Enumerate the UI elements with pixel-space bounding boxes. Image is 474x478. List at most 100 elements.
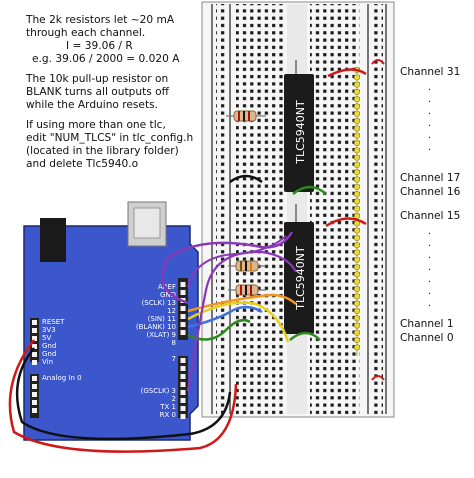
header-pin bbox=[180, 290, 186, 295]
label-channel-0: Channel 0 bbox=[400, 332, 454, 344]
led-dot bbox=[353, 264, 361, 271]
label-channel-17: Channel 17 bbox=[400, 172, 461, 184]
led-dot bbox=[353, 132, 361, 139]
note-line: while the Arduino resets. bbox=[26, 99, 158, 111]
note-line: and delete Tlc5940.o bbox=[26, 158, 139, 170]
pin-label-12: 12 bbox=[167, 307, 176, 315]
usb-jack bbox=[40, 218, 66, 262]
label-channel-15: Channel 15 bbox=[400, 210, 461, 222]
dot: . bbox=[428, 142, 432, 153]
wire-red-top-rail bbox=[371, 59, 385, 65]
header-pin bbox=[180, 306, 186, 311]
note-line: The 2k resistors let ~20 mA bbox=[26, 14, 175, 26]
header-pin bbox=[32, 344, 37, 349]
led-dot bbox=[353, 139, 361, 147]
arduino-right-pins: AREF GND (SCLK) 13 12 (SIN) 11 (BLANK) 1… bbox=[136, 283, 176, 419]
header-pin bbox=[180, 322, 186, 327]
header-pin bbox=[180, 314, 186, 319]
note-current: The 2k resistors let ~20 mA through each… bbox=[26, 14, 216, 66]
header-pin bbox=[32, 328, 37, 333]
note-line: through each channel. bbox=[26, 27, 146, 39]
wire-red-top bbox=[327, 68, 367, 78]
pin-label-gnd: GND bbox=[160, 291, 176, 299]
resistor-2k bbox=[226, 110, 266, 122]
pin-label-tx: TX 1 bbox=[159, 403, 176, 411]
wire-green-top bbox=[292, 185, 327, 195]
header-pin bbox=[32, 376, 37, 381]
dot: . bbox=[428, 118, 432, 129]
pin-label-vin: Vin bbox=[42, 358, 53, 366]
dot: . bbox=[428, 238, 432, 249]
led-dot bbox=[353, 242, 361, 249]
pin-label-gsclk: (GSCLK) 3 bbox=[141, 387, 176, 395]
led-dot bbox=[353, 271, 361, 278]
pin-label-7: 7 bbox=[172, 355, 176, 363]
pin-label-5v: 5V bbox=[42, 334, 51, 342]
led-dot bbox=[353, 322, 361, 329]
led-dot bbox=[353, 169, 361, 176]
header-pin bbox=[180, 390, 186, 395]
pin-label-aref: AREF bbox=[158, 283, 176, 291]
dot: . bbox=[428, 262, 432, 273]
channel-ellipsis-bottom: . . . . . . . bbox=[428, 226, 431, 310]
dot: . bbox=[428, 106, 432, 117]
pin-label-rx: RX 0 bbox=[160, 411, 176, 419]
note-line: If using more than one tlc, bbox=[26, 119, 166, 131]
wire-green bbox=[187, 319, 251, 341]
note-example: e.g. 39.06 / 2000 = 0.020 A bbox=[32, 53, 180, 65]
breadboard bbox=[201, 1, 395, 418]
note-multi-tlc: If using more than one tlc, edit "NUM_TL… bbox=[26, 119, 216, 171]
led-dot bbox=[353, 110, 361, 117]
label-channel-1: Channel 1 bbox=[400, 318, 454, 330]
header-pin bbox=[180, 366, 186, 371]
wire-red-mid bbox=[325, 217, 367, 228]
led-dot bbox=[353, 161, 361, 168]
wire-blue bbox=[187, 305, 263, 329]
label-channel-16: Channel 16 bbox=[400, 186, 461, 198]
wire-green-bottom bbox=[289, 331, 321, 341]
led-dot bbox=[353, 300, 361, 307]
led-dot bbox=[353, 249, 361, 256]
pin-label-sclk: (SCLK) 13 bbox=[142, 299, 176, 307]
led-dot bbox=[353, 205, 361, 212]
led-dot bbox=[353, 154, 361, 161]
led-dot bbox=[353, 74, 361, 81]
pin-label-gnd2: Gnd bbox=[42, 350, 56, 358]
led-dot bbox=[353, 337, 361, 344]
header-pin bbox=[32, 392, 37, 397]
led-dot bbox=[353, 329, 361, 336]
led-dot bbox=[353, 103, 361, 110]
dot: . bbox=[428, 94, 432, 105]
chip-label: TLC5940NT bbox=[294, 100, 307, 165]
pin-label-8: 8 bbox=[172, 339, 176, 347]
wire-black-top bbox=[229, 174, 263, 184]
dot: . bbox=[428, 286, 432, 297]
dot: . bbox=[428, 226, 432, 237]
chip-label: TLC5940NT bbox=[294, 246, 307, 311]
wire-purple-gsclk bbox=[186, 250, 297, 392]
led-dot bbox=[353, 117, 361, 125]
pin-label-blank: (BLANK) 10 bbox=[136, 323, 176, 331]
resistor-10k bbox=[228, 260, 266, 272]
note-line: BLANK turns all outputs off bbox=[26, 86, 169, 98]
header-pin bbox=[180, 358, 186, 363]
notes-panel: The 2k resistors let ~20 mA through each… bbox=[26, 14, 216, 178]
dot: . bbox=[428, 298, 432, 309]
led-dot bbox=[353, 278, 361, 285]
led-dot bbox=[353, 344, 361, 351]
pin-label-gnd1: Gnd bbox=[42, 342, 56, 350]
header-pin bbox=[32, 352, 37, 357]
arduino-board bbox=[23, 201, 199, 441]
led-dot bbox=[353, 191, 361, 198]
header-pin bbox=[180, 382, 186, 387]
note-pullup: The 10k pull-up resistor on BLANK turns … bbox=[26, 73, 216, 112]
wire-yellow bbox=[187, 301, 290, 343]
dot: . bbox=[428, 274, 432, 285]
pin-label-xlat: (XLAT) 9 bbox=[146, 331, 176, 339]
led-dot bbox=[353, 198, 361, 205]
header-pin bbox=[32, 360, 37, 365]
header-pin bbox=[180, 406, 186, 411]
tlc-chip-top: TLC5940NT bbox=[284, 74, 314, 192]
led-dot bbox=[353, 285, 361, 293]
